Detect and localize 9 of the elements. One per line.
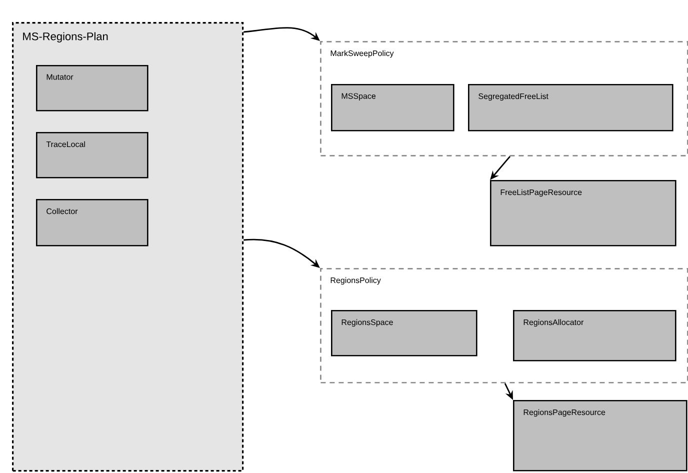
class-box: FreeListPageResource bbox=[490, 180, 676, 246]
class-box: RegionsAllocator bbox=[513, 310, 676, 362]
class-box: Collector bbox=[36, 199, 148, 246]
class-box: RegionsSpace bbox=[331, 310, 478, 356]
class-box: MSSpace bbox=[331, 84, 454, 132]
class-box: SegregatedFreeList bbox=[468, 84, 674, 132]
class-box: Mutator bbox=[36, 65, 148, 112]
class-box: RegionsPageResource bbox=[513, 400, 688, 472]
class-box: TraceLocal bbox=[36, 132, 148, 178]
